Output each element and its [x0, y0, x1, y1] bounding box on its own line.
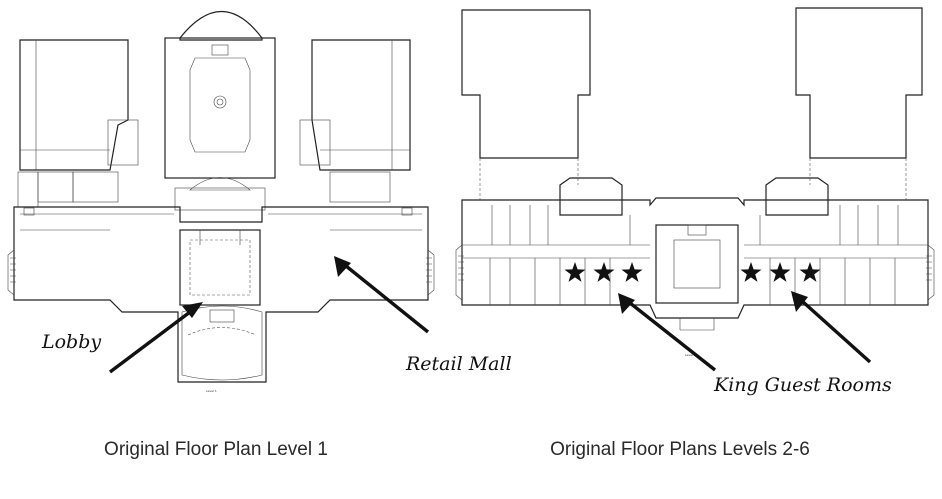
king-room-star-2 — [593, 262, 615, 282]
level1-right-wing — [311, 39, 411, 171]
level1-courtyard — [164, 37, 276, 179]
level1-plan: Level 1 — [7, 11, 435, 393]
king-room-star-6 — [799, 262, 821, 282]
lobby-arrow — [108, 302, 203, 374]
levels2to6-caption: Original Floor Plans Levels 2-6 — [550, 439, 810, 460]
levels2to6-left-tower — [461, 9, 591, 159]
levels2to6-right-bay — [765, 177, 829, 216]
levels2to6-plan: Level 2 — [455, 7, 935, 357]
level1-rotunda — [179, 11, 263, 41]
king-arrow-left — [618, 293, 717, 372]
king-room-star-4 — [740, 262, 762, 282]
retail-mall-label: Retail Mall — [405, 353, 512, 375]
king-guest-rooms-label: King Guest Rooms — [713, 374, 892, 396]
level1-lobby-area — [179, 229, 261, 306]
levels2to6-guest-floor — [461, 197, 929, 319]
levels2to6-right-tower — [795, 7, 923, 159]
king-room-star-3 — [621, 262, 643, 282]
king-room-star-5 — [769, 262, 791, 282]
retail-arrow — [334, 256, 430, 334]
levels2to6-atrium — [655, 224, 739, 304]
level1-entry-porch — [181, 305, 263, 381]
king-room-markers — [564, 262, 821, 282]
levels2to6-left-bay — [559, 177, 623, 216]
level1-fountain-court — [189, 57, 251, 153]
level1-main-floor — [13, 206, 429, 383]
level1-fountain — [213, 95, 227, 109]
svg-text:Level 1: Level 1 — [206, 389, 217, 393]
level1-caption: Original Floor Plan Level 1 — [104, 439, 328, 460]
lobby-label: Lobby — [41, 331, 101, 353]
level1-left-wing — [19, 39, 129, 171]
king-room-star-1 — [564, 262, 586, 282]
svg-text:Level 2: Level 2 — [685, 353, 696, 357]
king-arrow-right — [791, 291, 872, 364]
